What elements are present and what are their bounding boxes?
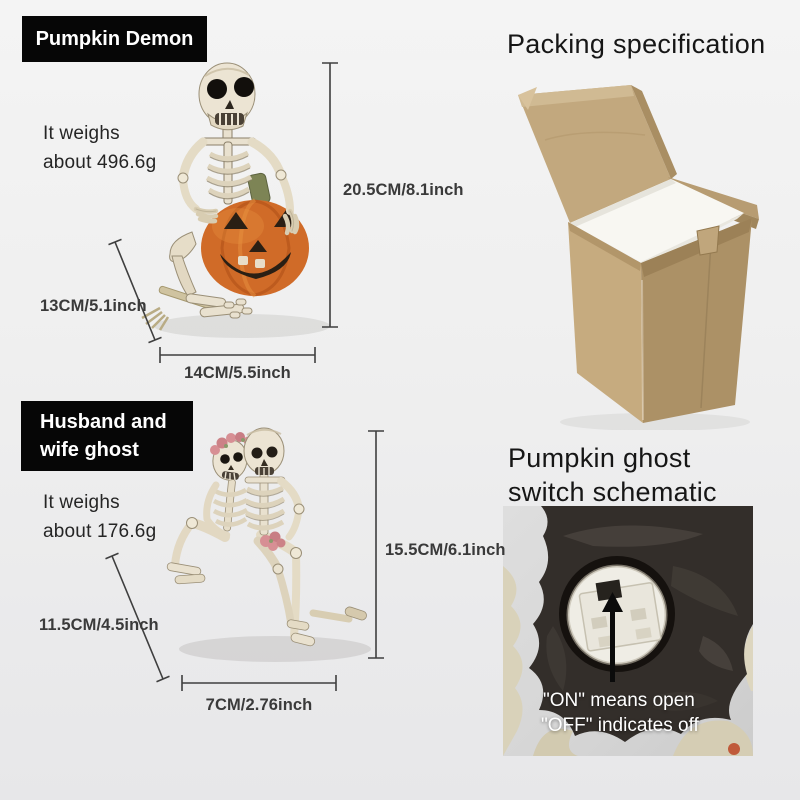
switch-title: Pumpkin ghost switch schematic — [508, 441, 717, 509]
p1-width-dim: 14CM/5.5inch — [184, 364, 291, 382]
box-tab — [696, 225, 720, 256]
switch-note-line2: "OFF" indicates off — [541, 715, 699, 736]
figure-shadow — [154, 314, 330, 338]
product1-weight-line1: It weighs — [43, 123, 120, 144]
product1-label-box: Pumpkin Demon — [22, 16, 207, 62]
power-switch[interactable] — [595, 579, 623, 602]
product1-label: Pumpkin Demon — [35, 28, 194, 50]
p2-height-dim: 15.5CM/6.1inch — [385, 541, 506, 559]
product2-weight-line2: about 176.6g — [43, 521, 157, 542]
product2-weight-line1: It weighs — [43, 492, 120, 513]
p1-height-dim: 20.5CM/8.1inch — [343, 181, 464, 199]
husband-skeleton — [243, 427, 305, 541]
packing-title: Packing specification — [507, 29, 766, 59]
flower-bouquet — [260, 531, 286, 551]
switch-photo: "ON" means open "OFF" indicates off — [503, 506, 753, 756]
product2-label-box: Husband and wife ghost — [21, 401, 193, 471]
switch-photo-art — [503, 506, 753, 756]
product2-label-line1: Husband and — [40, 411, 167, 433]
switch-title-line1: Pumpkin ghost — [508, 443, 691, 473]
packing-box-image — [518, 85, 759, 430]
pumpkin-demon-figure-image — [141, 62, 330, 338]
box-lid — [518, 85, 677, 223]
p2-width-dim: 7CM/2.76inch — [205, 696, 313, 714]
p1-depth-dim: 13CM/5.1inch — [40, 297, 147, 315]
p1-width-line — [159, 347, 316, 363]
up-arrow-icon — [602, 592, 623, 682]
skeleton-arms — [177, 137, 300, 236]
product2-label-line2: wife ghost — [40, 439, 139, 461]
pumpkin — [201, 172, 309, 298]
switch-note-line1: "ON" means open — [543, 690, 695, 711]
switch-title-line2: switch schematic — [508, 477, 717, 507]
couple-ghost-figure-image — [166, 427, 371, 662]
pumpkin-tooth — [238, 256, 248, 265]
p2-width-line — [181, 675, 337, 691]
husband-legs — [253, 530, 367, 647]
product1-weight-line2: about 496.6g — [43, 152, 157, 173]
box-body — [568, 218, 752, 423]
battery-compartment — [559, 556, 675, 672]
product2-weight: It weighs about 176.6g — [43, 488, 156, 546]
wife-skeleton — [203, 439, 249, 539]
product1-weight: It weighs about 496.6g — [43, 119, 156, 177]
skeleton-skull — [198, 62, 256, 131]
skeleton-legs — [169, 231, 253, 319]
skeleton-torso — [199, 121, 257, 205]
pumpkin-bottom-texture — [546, 525, 738, 711]
p2-depth-dim: 11.5CM/4.5inch — [39, 616, 159, 634]
pumpkin-tooth — [255, 259, 265, 268]
box-shadow — [560, 413, 750, 430]
figure-shadow — [179, 636, 371, 662]
